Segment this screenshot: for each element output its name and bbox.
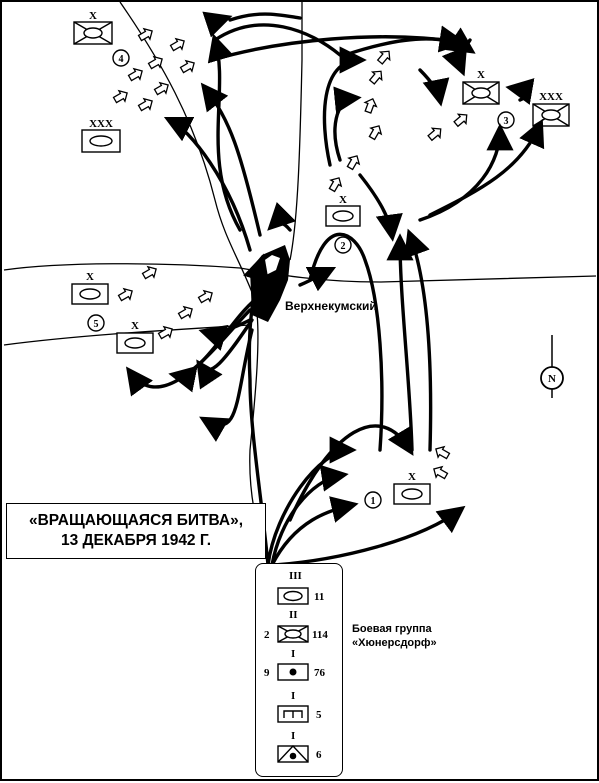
battle-group-box: III 11 II 2 114 I 9 76 I 5 I 6 [255, 563, 343, 777]
unit-1-brigade-tank: X [393, 471, 431, 505]
battle-group-label: Боевая группа «Хюнерсдорф» [352, 622, 437, 650]
town-label: Верхнекумский [285, 299, 377, 313]
road-north-west [119, 1, 271, 566]
bg-unit-2-size: II [289, 609, 298, 621]
unit-5-brigade-tank-a: X [71, 271, 109, 305]
unit-1-number: 1 [371, 496, 376, 507]
bg-unit-2-left-number: 2 [264, 629, 270, 641]
bg-unit-4-number: 5 [316, 709, 322, 721]
road-north [289, 2, 303, 261]
svg-text:X: X [89, 10, 97, 22]
unit-5-number: 5 [94, 319, 99, 330]
bg-unit-1-number: 11 [314, 591, 325, 603]
svg-text:XXX: XXX [89, 118, 113, 130]
bg-unit-3-left-number: 9 [264, 667, 270, 679]
map-title-line1: «ВРАЩАЮЩАЯСЯ БИТВА», [28, 512, 244, 529]
unit-2-number-badge [334, 236, 352, 254]
battle-group-label-line2: «Хюнерсдорф» [352, 637, 437, 649]
svg-text:XXX: XXX [539, 91, 563, 103]
bg-unit-2-number: 114 [312, 629, 328, 641]
north-compass: N [540, 335, 564, 398]
svg-text:X: X [477, 69, 485, 81]
bg-unit-4-size: I [291, 690, 296, 702]
map-title: «ВРАЩАЮЩАЯСЯ БИТВА», 13 ДЕКАБРЯ 1942 Г. [6, 503, 266, 559]
soviet-units: X 4 XXX X 2 X XXX [71, 10, 570, 509]
compass-label: N [548, 373, 556, 385]
map-title-line2: 13 ДЕКАБРЯ 1942 Г. [60, 532, 212, 549]
svg-text:X: X [131, 320, 139, 332]
unit-3-corps-mech: XXX [532, 91, 570, 127]
svg-text:X: X [86, 271, 94, 283]
bg-unit-5-size: I [291, 730, 296, 742]
unit-4-number: 4 [119, 54, 124, 65]
svg-text:X: X [408, 471, 416, 483]
unit-3-brigade-mech: X [462, 69, 500, 105]
unit-5-brigade-tank-b: X [116, 320, 154, 354]
svg-text:X: X [339, 194, 347, 206]
bg-unit-1-size: III [289, 570, 302, 582]
unit-4-brigade-mech: X [73, 10, 113, 45]
unit-4-corps-tank: XXX [81, 118, 121, 153]
unit-2-number: 2 [341, 241, 346, 252]
unit-1-number-badge [364, 491, 382, 509]
german-arrows [125, 11, 545, 567]
unit-3-number: 3 [504, 116, 509, 127]
unit-4-number-badge [112, 49, 130, 67]
battle-group-label-line1: Боевая группа [352, 623, 432, 635]
battle-group-symbols [277, 587, 309, 763]
unit-2-brigade-tank: X [325, 194, 361, 227]
soviet-small-arrows [112, 27, 468, 480]
river-east-west [3, 263, 597, 283]
bg-unit-3-number: 76 [314, 667, 325, 679]
unit-5-number-badge [87, 314, 105, 332]
bg-unit-3-size: I [291, 648, 296, 660]
bg-unit-5-number: 6 [316, 749, 322, 761]
